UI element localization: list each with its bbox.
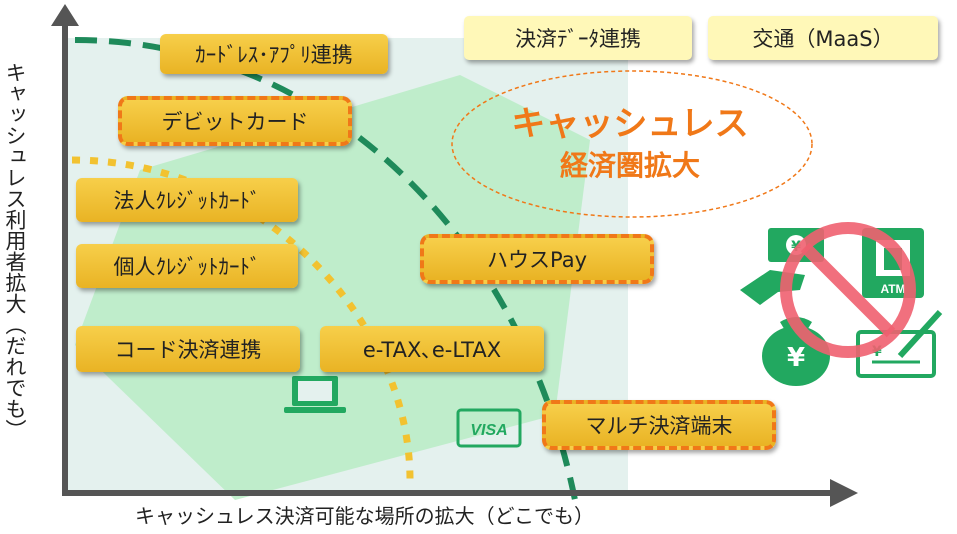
highlight-subtitle: 経済圏拡大 (559, 149, 700, 182)
cheque-yen: ¥ (872, 344, 882, 360)
y-axis-label: キャッシュレス利用者拡大（だれでも） (3, 62, 27, 440)
credit-card-icon: VISA (456, 408, 522, 448)
hand-icon (740, 270, 805, 305)
house-pay-box: ハウスPay (420, 234, 654, 284)
code-payment-box: コード決済連携 (76, 326, 300, 372)
laptop-icon (284, 376, 346, 413)
cardless-app-box: ｶｰﾄﾞﾚｽ･ｱﾌﾟﾘ連携 (160, 34, 388, 74)
highlight-title: キャッシュレス (511, 104, 749, 144)
prohibited-cash-icon (780, 222, 916, 358)
x-axis-label: キャッシュレス決済可能な場所の拡大（どこでも） (135, 504, 594, 528)
dotted-arc (71, 156, 414, 481)
x-axis-arrowhead (830, 479, 858, 507)
etax-box: e-TAX､e-LTAX (320, 326, 544, 372)
maas-tag: 交通（MaaS） (708, 16, 938, 60)
data-link-tag: 決済ﾃﾞｰﾀ連携 (464, 16, 692, 60)
money-bag-yen: ¥ (787, 343, 805, 373)
debit-card-box: デビットカード (118, 96, 352, 146)
visa-label: VISA (470, 422, 507, 439)
atm-label: ATM (880, 282, 905, 296)
corporate-credit-box: 法人ｸﾚｼﾞｯﾄｶｰﾄﾞ (76, 178, 298, 222)
personal-credit-box: 個人ｸﾚｼﾞｯﾄｶｰﾄﾞ (76, 244, 298, 288)
y-axis-arrowhead (51, 4, 79, 26)
highlight-ellipse (451, 70, 813, 218)
multi-terminal-box: マルチ決済端末 (542, 400, 776, 450)
